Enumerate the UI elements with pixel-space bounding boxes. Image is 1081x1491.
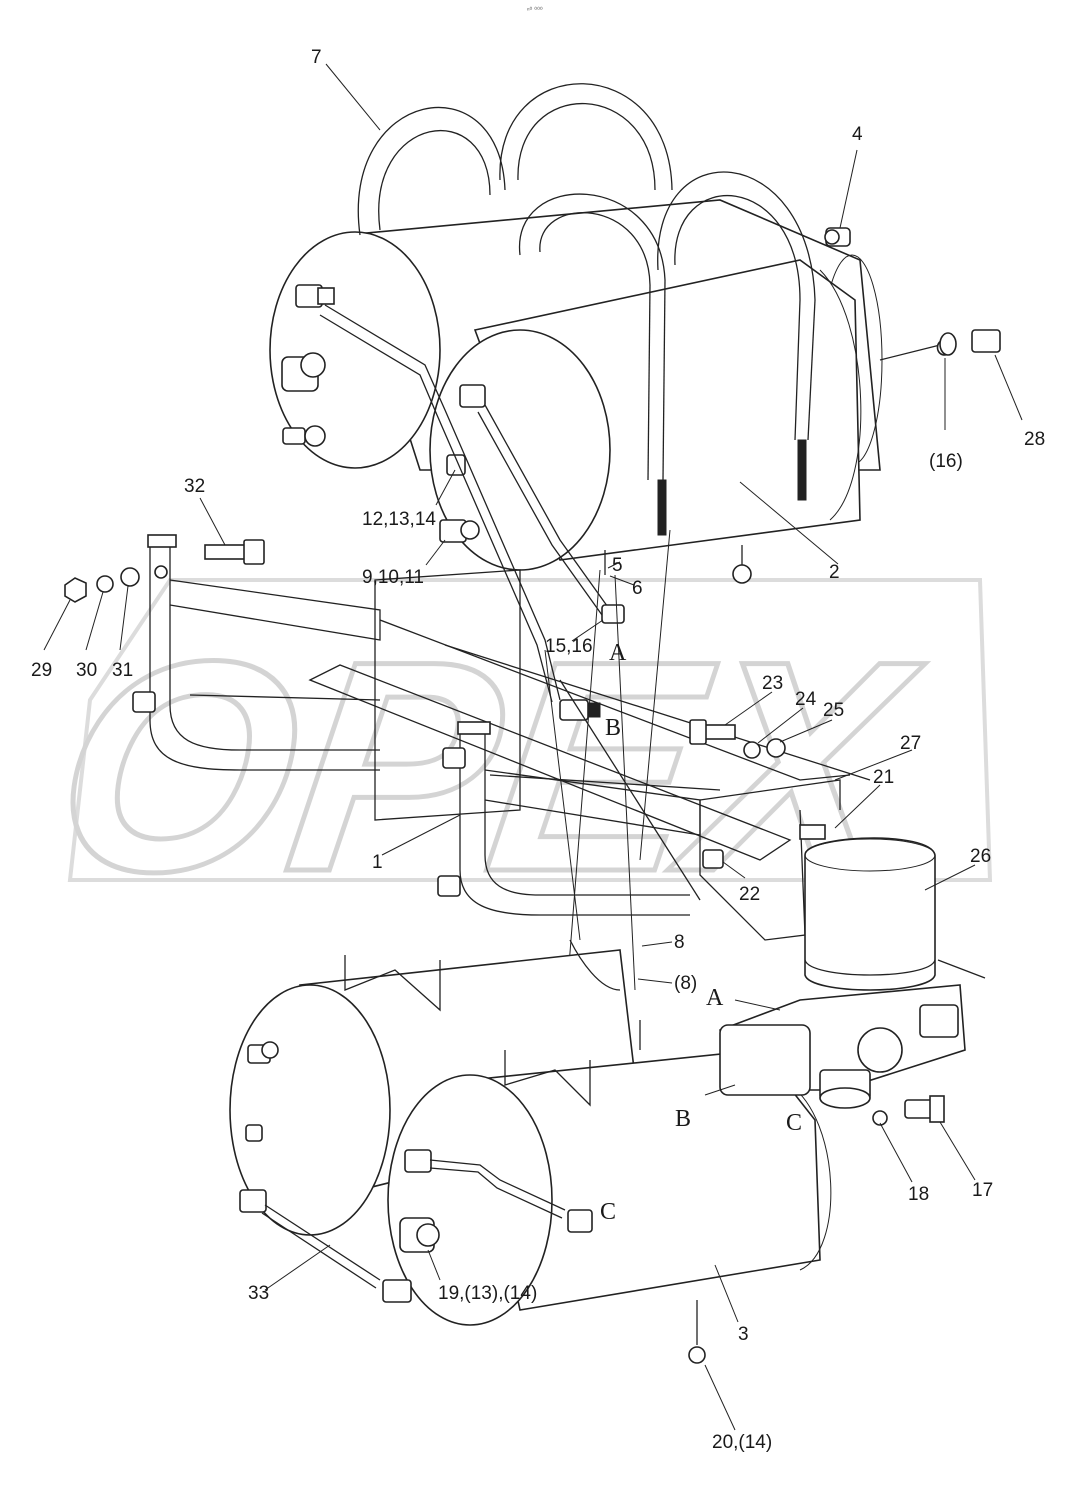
callout-20: 20,(14): [712, 1432, 772, 1453]
callout-24: 24: [795, 689, 817, 710]
callout-30: 30: [76, 660, 97, 681]
pipe-upper: [319, 304, 625, 721]
tank-straps-front: [519, 171, 816, 536]
leader-lines: [43, 63, 1023, 1431]
callout-22: 22: [739, 884, 760, 905]
air-dryer: [719, 837, 986, 1126]
callout-17: 17: [972, 1180, 993, 1201]
callout-15-16: 15,16: [545, 636, 593, 657]
callout-26: 26: [970, 846, 991, 867]
callout-29: 29: [31, 660, 52, 681]
callout-7: 7: [311, 47, 322, 68]
callout-1: 1: [372, 852, 383, 873]
callout-2: 2: [829, 562, 840, 583]
callout-8b: (8): [674, 973, 697, 994]
callout-18: 18: [908, 1184, 929, 1205]
callout-32: 32: [184, 476, 205, 497]
callout-16b: (16): [929, 451, 963, 472]
callout-19: 19,(13),(14): [438, 1283, 537, 1304]
callout-31: 31: [112, 660, 133, 681]
mark-c-right: C: [786, 1110, 802, 1136]
corner-mark: ⁿ⁰ ⁰⁰⁰: [527, 6, 543, 14]
bracket-left: [132, 534, 381, 771]
callout-28: 28: [1024, 429, 1045, 450]
connection-marks: A B A B C C: [600, 640, 802, 1225]
callout-25: 25: [823, 700, 844, 721]
tank-straps-rear: [357, 83, 673, 236]
mark-b-upper: B: [605, 715, 621, 741]
bolt-set-left: [64, 539, 265, 603]
watermark: OPEX: [36, 578, 993, 936]
frame-plate: [308, 529, 871, 1081]
callout-9-11: 9,10,11: [362, 567, 424, 588]
mark-a-lower: A: [706, 985, 724, 1011]
callout-27: 27: [900, 733, 921, 754]
callout-6: 6: [632, 578, 643, 599]
lower-tank-front: [387, 1020, 832, 1326]
callout-4: 4: [852, 124, 863, 145]
callout-23: 23: [762, 673, 783, 694]
callout-labels: 7 4 (16) 28 2 12,13,14 9,10,11 5 6 15,16…: [31, 47, 1045, 1453]
mark-b-lower: B: [675, 1106, 691, 1132]
fittings-upper: [281, 227, 1001, 584]
callout-33: 33: [248, 1283, 269, 1304]
fittings-lower: [239, 1041, 706, 1364]
mark-a-upper: A: [609, 640, 627, 666]
bracket-right: [437, 721, 724, 916]
callout-12-14: 12,13,14: [362, 509, 436, 530]
upper-tank-front: [429, 259, 862, 571]
callout-8: 8: [674, 932, 685, 953]
pipe-lower: [261, 1159, 566, 1289]
bolt-set-right: [689, 719, 826, 840]
mark-c-lower: C: [600, 1199, 616, 1225]
callout-21: 21: [873, 767, 894, 788]
callout-3: 3: [738, 1324, 749, 1345]
callout-5: 5: [612, 555, 623, 576]
watermark-text: OPEX: [39, 598, 935, 933]
